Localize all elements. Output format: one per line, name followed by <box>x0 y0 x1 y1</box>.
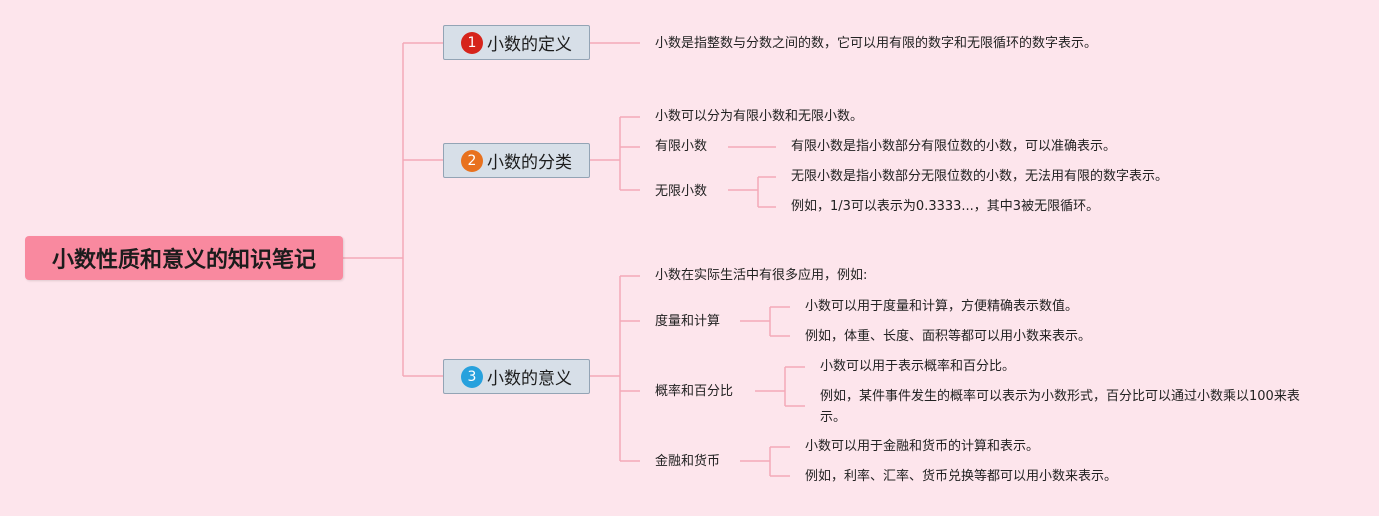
number-2-badge-icon: 2 <box>461 149 483 172</box>
probability-desc[interactable]: 小数可以用于表示概率和百分比。 <box>820 359 1016 374</box>
number-3-badge-icon: 3 <box>461 365 483 388</box>
branch-label: 小数的意义 <box>487 369 572 389</box>
branch-definition[interactable]: 1 小数的定义 <box>443 25 590 60</box>
branch-label: 小数的定义 <box>487 35 572 55</box>
meaning-intro[interactable]: 小数在实际生活中有很多应用，例如: <box>655 268 868 283</box>
root-topic[interactable]: 小数性质和意义的知识笔记 <box>25 236 343 280</box>
finance-desc[interactable]: 小数可以用于金融和货币的计算和表示。 <box>805 439 1040 454</box>
infinite-decimal-desc[interactable]: 无限小数是指小数部分无限位数的小数，无法用有限的数字表示。 <box>791 169 1169 184</box>
measure-example[interactable]: 例如，体重、长度、面积等都可以用小数来表示。 <box>805 329 1092 344</box>
measure-node[interactable]: 度量和计算 <box>655 314 721 329</box>
probability-node[interactable]: 概率和百分比 <box>655 384 734 399</box>
branch-classification[interactable]: 2 小数的分类 <box>443 143 590 178</box>
branch-meaning[interactable]: 3 小数的意义 <box>443 359 590 394</box>
classification-intro[interactable]: 小数可以分为有限小数和无限小数。 <box>655 109 864 124</box>
infinite-decimal-example[interactable]: 例如，1/3可以表示为0.3333...，其中3被无限循环。 <box>791 199 1100 214</box>
probability-example[interactable]: 例如，某件事件发生的概率可以表示为小数形式，百分比可以通过小数乘以100来表示。 <box>820 389 1300 425</box>
infinite-decimal-node[interactable]: 无限小数 <box>655 184 708 199</box>
finance-node[interactable]: 金融和货币 <box>655 454 721 469</box>
number-1-badge-icon: 1 <box>461 31 483 54</box>
measure-desc[interactable]: 小数可以用于度量和计算，方便精确表示数值。 <box>805 299 1079 314</box>
definition-text[interactable]: 小数是指整数与分数之间的数，它可以用有限的数字和无限循环的数字表示。 <box>655 36 1098 51</box>
finite-decimal-node[interactable]: 有限小数 <box>655 139 708 154</box>
finance-example[interactable]: 例如，利率、汇率、货币兑换等都可以用小数来表示。 <box>805 469 1118 484</box>
branch-label: 小数的分类 <box>487 153 572 173</box>
finite-decimal-desc[interactable]: 有限小数是指小数部分有限位数的小数，可以准确表示。 <box>791 139 1117 154</box>
